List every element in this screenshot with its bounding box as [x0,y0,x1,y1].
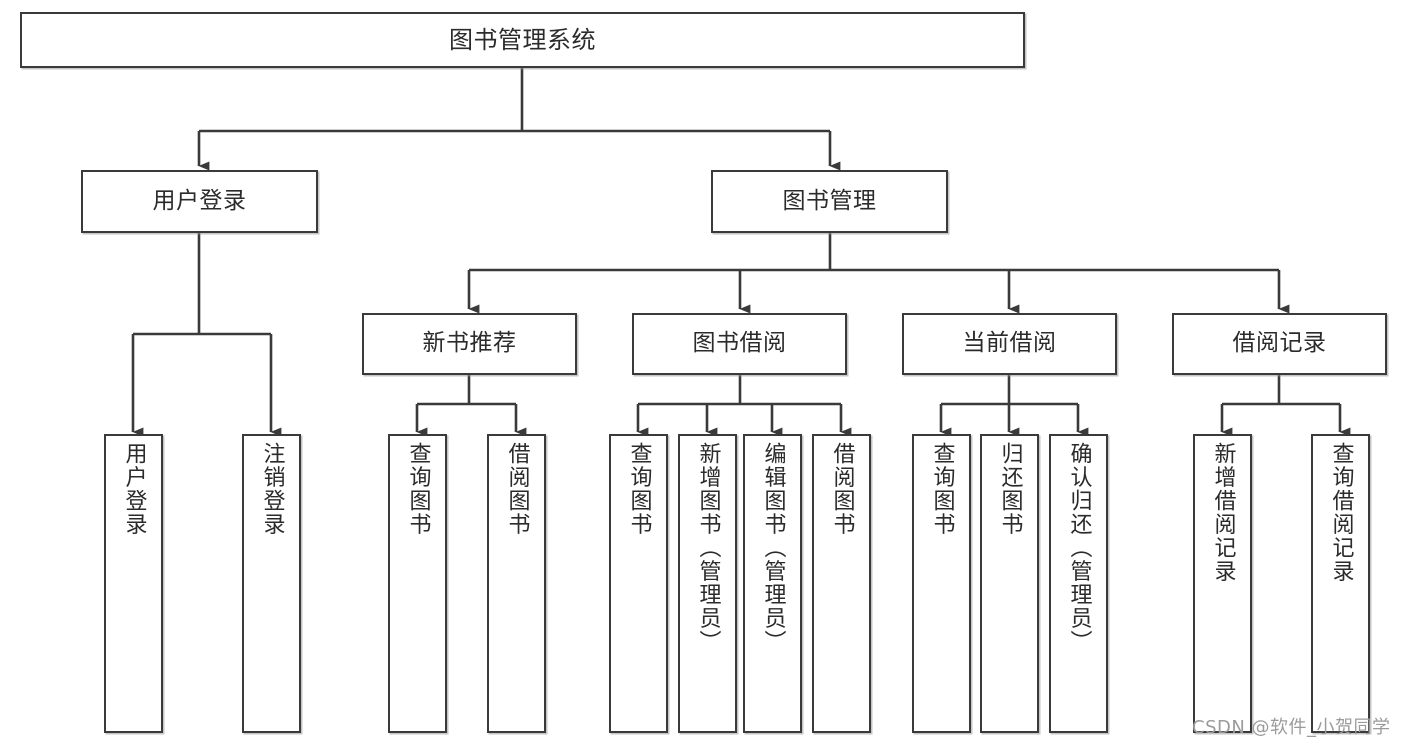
leaf-user-login-login[interactable]: 用户登录 [104,434,163,733]
leaf-new-book-borrow-book[interactable]: 借阅图书 [487,434,546,733]
leaf-label: 用户登录 [121,442,147,536]
leaf-label: 借阅图书 [504,442,530,536]
leaf-borrow-record-query-record[interactable]: 查询借阅记录 [1311,434,1370,733]
leaf-label: 查询图书 [626,442,652,536]
leaf-label: 新增借阅记录 [1210,442,1236,583]
node-book-borrow-label: 图书借阅 [692,330,787,357]
node-user-login[interactable]: 用户登录 [81,170,318,233]
leaf-user-login-logout[interactable]: 注销登录 [242,434,301,733]
leaf-book-borrow-add-book-admin[interactable]: 新增图书（管理员） [678,434,737,733]
leaf-book-borrow-borrow-book[interactable]: 借阅图书 [812,434,871,733]
leaf-current-borrow-return-book[interactable]: 归还图书 [980,434,1039,733]
node-new-book-recommend[interactable]: 新书推荐 [362,313,577,375]
node-borrow-record-label: 借阅记录 [1232,330,1327,357]
node-book-management[interactable]: 图书管理 [711,170,948,233]
leaf-label: 新增图书（管理员） [695,442,721,654]
leaf-label: 注销登录 [259,442,285,536]
node-current-borrow-label: 当前借阅 [962,330,1057,357]
leaf-current-borrow-query-book[interactable]: 查询图书 [912,434,971,733]
leaf-label: 归还图书 [997,442,1023,536]
leaf-new-book-query-book[interactable]: 查询图书 [388,434,447,733]
node-book-management-label: 图书管理 [782,187,877,214]
leaf-label: 确认归还（管理员） [1066,442,1092,654]
leaf-book-borrow-edit-book-admin[interactable]: 编辑图书（管理员） [743,434,802,733]
leaf-borrow-record-add-record[interactable]: 新增借阅记录 [1193,434,1252,733]
node-new-book-recommend-label: 新书推荐 [422,330,517,357]
leaf-label: 编辑图书（管理员） [760,442,786,654]
node-user-login-label: 用户登录 [152,187,247,214]
node-book-borrow[interactable]: 图书借阅 [632,313,847,375]
leaf-label: 查询借阅记录 [1328,442,1354,583]
leaf-label: 查询图书 [405,442,431,536]
leaf-current-borrow-confirm-return-admin[interactable]: 确认归还（管理员） [1049,434,1108,733]
leaf-label: 查询图书 [929,442,955,536]
leaf-label: 借阅图书 [829,442,855,536]
node-borrow-record[interactable]: 借阅记录 [1172,313,1387,375]
leaf-book-borrow-query-book[interactable]: 查询图书 [609,434,668,733]
node-current-borrow[interactable]: 当前借阅 [902,313,1117,375]
node-root-label: 图书管理系统 [449,25,596,54]
node-root-system[interactable]: 图书管理系统 [20,12,1025,68]
